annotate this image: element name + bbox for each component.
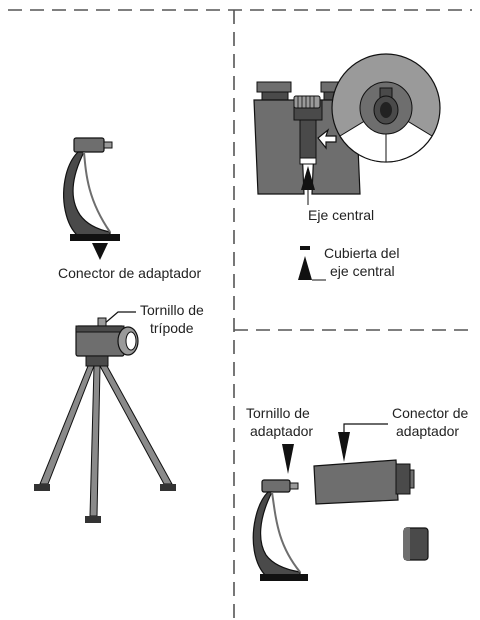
- adapter-connector-label-right-line1: Conector de: [392, 405, 468, 421]
- tripod-screw-leader: [103, 311, 136, 325]
- eyepiece-cap-icon: [298, 246, 326, 281]
- adapter-connector-label-right-line2: adaptador: [396, 423, 459, 439]
- adapter-bracket-icon: [252, 479, 308, 581]
- tripod-screw-label-line1: Tornillo de: [140, 302, 204, 318]
- pointer-arrow-icon: [282, 444, 294, 474]
- pointer-arrow-icon: [92, 243, 108, 260]
- pointer-arrow-icon: [338, 432, 350, 462]
- camera-icon: [75, 317, 139, 357]
- axis-cover-label-line1: Cubierta del: [324, 245, 400, 261]
- axis-cover-label-line2: eje central: [330, 263, 395, 279]
- adapter-bracket-icon: [63, 137, 120, 241]
- adapter-connector-label-left: Conector de adaptador: [58, 265, 202, 281]
- magnified-hinge-icon: [317, 53, 441, 163]
- binoculars-icon: [253, 81, 361, 205]
- adapter-screw-label-line1: Tornillo de: [246, 405, 310, 421]
- adapter-connector-leader: [343, 423, 388, 432]
- section-dividers: [8, 9, 472, 618]
- center-axis-label: Eje central: [308, 207, 374, 223]
- small-cover-part: [403, 527, 429, 561]
- adapter-connector-part: [313, 459, 415, 505]
- adapter-screw-label-line2: adaptador: [250, 423, 313, 439]
- tripod-icon: [34, 355, 176, 523]
- tripod-screw-label-line2: trípode: [150, 320, 194, 336]
